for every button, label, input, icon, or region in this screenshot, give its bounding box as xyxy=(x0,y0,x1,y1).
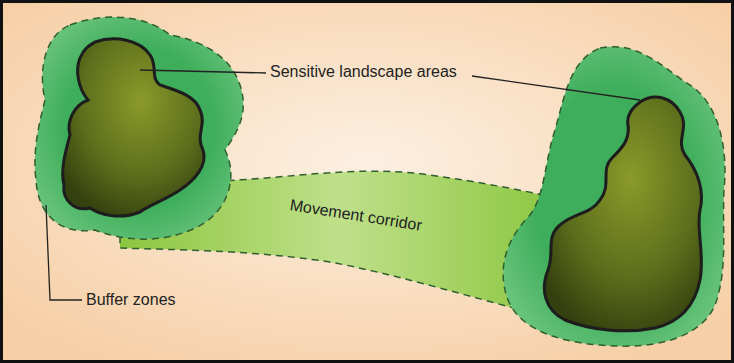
sensitive-area xyxy=(544,97,701,331)
leader-line xyxy=(472,76,640,100)
area-label: Sensitive landscape areas xyxy=(270,63,457,81)
leader-line xyxy=(140,70,266,73)
leader-line xyxy=(46,205,82,300)
buffer-zone xyxy=(35,17,243,239)
sensitive-area xyxy=(63,39,204,216)
buffer-label: Buffer zones xyxy=(86,291,176,309)
buffer-zone xyxy=(503,47,725,347)
